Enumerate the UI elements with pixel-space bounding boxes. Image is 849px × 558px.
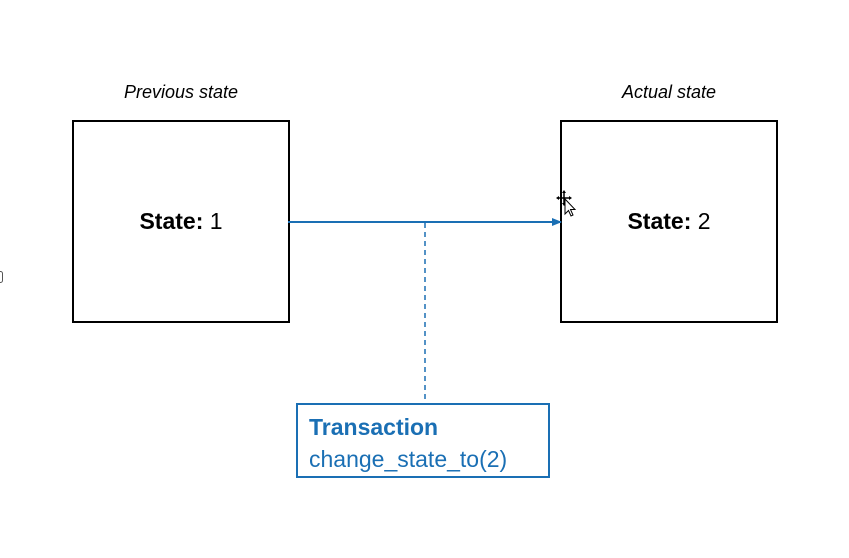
- actual-state-value: 2: [697, 208, 711, 234]
- transaction-box: Transaction change_state_to(2): [296, 403, 550, 478]
- actual-state-caption: Actual state: [621, 82, 717, 102]
- edge-fragment: [0, 271, 3, 283]
- actual-state-label: State:: [627, 208, 692, 234]
- previous-state-caption: Previous state: [123, 82, 239, 102]
- previous-state-label: State:: [139, 208, 204, 234]
- previous-state-box: State: 1: [72, 120, 290, 323]
- transaction-title: Transaction: [309, 414, 439, 440]
- move-cursor-icon: [556, 190, 577, 217]
- previous-state-text: State: 1: [139, 208, 222, 235]
- previous-state-value: 1: [209, 208, 223, 234]
- actual-state-text: State: 2: [627, 208, 710, 235]
- transaction-call: change_state_to(2): [309, 446, 508, 472]
